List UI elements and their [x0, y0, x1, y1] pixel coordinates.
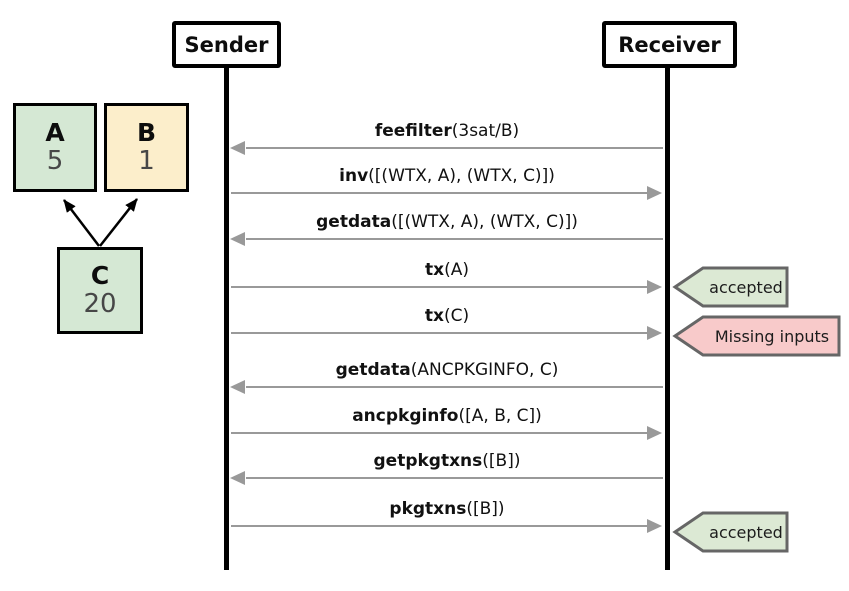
badge-label: accepted — [709, 523, 783, 542]
lifeline-sender — [224, 68, 229, 570]
message-args: ([(WTX, A), (WTX, C)]) — [368, 166, 555, 186]
message-label: pkgtxns([B]) — [232, 498, 662, 520]
message-args: ([B]) — [482, 451, 521, 471]
message-label: getpkgtxns([B]) — [232, 450, 662, 472]
message-args: ([A, B, C]) — [458, 406, 542, 426]
message-label: inv([(WTX, A), (WTX, C)]) — [232, 165, 662, 187]
tx-node-a: A 5 — [13, 103, 97, 192]
arrow-left-icon — [230, 141, 245, 155]
arrow-left-icon — [230, 471, 245, 485]
message-line — [231, 332, 649, 334]
message-name: feefilter — [374, 121, 452, 141]
badge-label: accepted — [709, 278, 783, 297]
badge-shape — [672, 511, 789, 553]
message-label: tx(A) — [232, 259, 662, 281]
message-name: getdata — [335, 360, 411, 380]
message-name: inv — [339, 166, 369, 186]
node-value: 5 — [46, 146, 64, 176]
message-line — [246, 147, 663, 149]
message-line — [231, 286, 649, 288]
message-label: ancpkginfo([A, B, C]) — [232, 405, 662, 427]
message-label: getdata([(WTX, A), (WTX, C)]) — [232, 211, 662, 233]
message-line — [246, 477, 663, 479]
message-line — [246, 386, 663, 388]
tx-node-b: B 1 — [104, 103, 189, 192]
status-badge-accepted-2: accepted — [672, 511, 789, 553]
message-line — [231, 192, 649, 194]
badge-shape — [672, 266, 789, 308]
message-line — [231, 525, 649, 527]
arrow-right-icon — [647, 326, 662, 340]
actor-label-sender: Sender — [184, 32, 269, 57]
message-args: (3sat/B) — [451, 121, 520, 141]
actor-box-sender: Sender — [172, 21, 281, 68]
message-name: tx — [424, 306, 444, 326]
actor-label-receiver: Receiver — [618, 32, 721, 57]
message-name: getpkgtxns — [373, 451, 483, 471]
message-args: ([(WTX, A), (WTX, C)]) — [391, 212, 578, 232]
status-badge-accepted-1: accepted — [672, 266, 789, 308]
actor-box-receiver: Receiver — [602, 21, 737, 68]
message-args: (ANCPKGINFO, C) — [410, 360, 559, 380]
arrow-right-icon — [647, 426, 662, 440]
node-value: 1 — [138, 146, 155, 176]
arrow-right-icon — [647, 519, 662, 533]
message-label: getdata(ANCPKGINFO, C) — [232, 359, 662, 381]
message-args: (C) — [443, 306, 470, 326]
node-label: C — [90, 261, 110, 290]
message-label: tx(C) — [232, 305, 662, 327]
message-line — [246, 238, 663, 240]
lifeline-receiver — [665, 68, 670, 570]
badge-shape — [672, 315, 841, 357]
message-name: tx — [425, 260, 445, 280]
message-args: ([B]) — [466, 499, 505, 519]
message-name: pkgtxns — [389, 499, 467, 519]
arrow-right-icon — [647, 186, 662, 200]
arrow-right-icon — [647, 280, 662, 294]
arrow-left-icon — [230, 232, 245, 246]
node-label: B — [136, 118, 157, 147]
status-badge-missing-inputs: Missing inputs — [672, 315, 841, 357]
node-label: A — [45, 118, 65, 147]
message-args: (A) — [444, 260, 469, 280]
message-line — [231, 432, 649, 434]
badge-label: Missing inputs — [715, 327, 829, 346]
tx-node-c: C 20 — [57, 247, 143, 334]
message-label: feefilter(3sat/B) — [232, 120, 662, 142]
node-value: 20 — [83, 289, 117, 319]
arrow-left-icon — [230, 380, 245, 394]
message-name: ancpkginfo — [352, 406, 459, 426]
message-name: getdata — [316, 212, 392, 232]
